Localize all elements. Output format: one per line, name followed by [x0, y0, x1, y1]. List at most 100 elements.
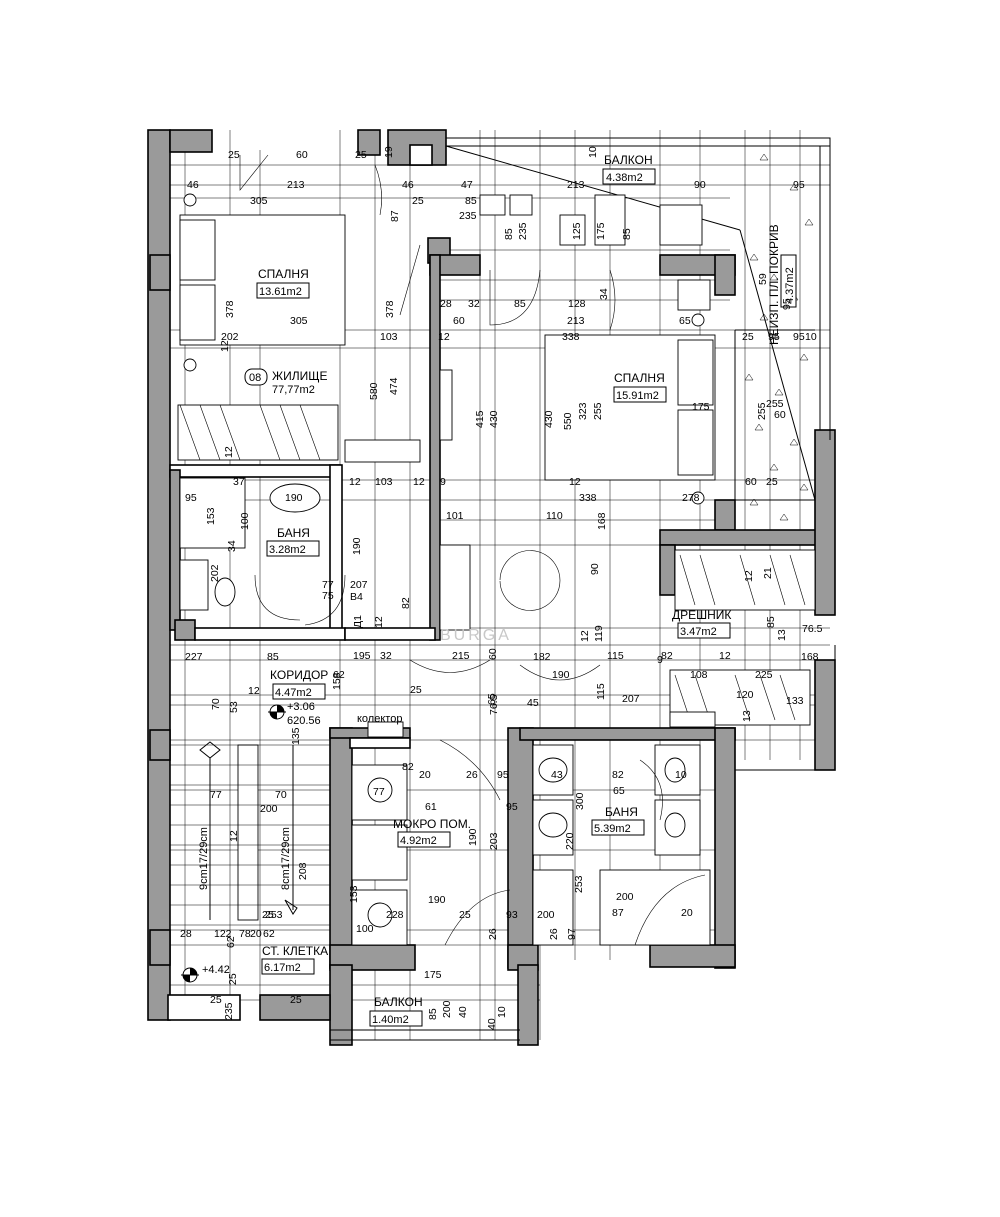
room-name-bathroom-2: БАНЯ	[605, 805, 638, 819]
dimension-label: 10	[496, 1006, 508, 1018]
dimension-label: 95	[185, 492, 197, 504]
dimension-label: 100	[239, 512, 251, 530]
dimension-label: 65	[679, 315, 691, 327]
dimension-label: 32	[468, 298, 480, 310]
dimension-label: 82	[402, 761, 414, 773]
dimension-label: 207	[350, 579, 368, 591]
dimension-label: 12	[569, 476, 581, 488]
dimension-label: 158	[331, 672, 343, 690]
dimension-label: 60	[745, 476, 757, 488]
dimension-label: 255	[756, 402, 768, 420]
dimension-label: 12	[579, 630, 591, 642]
dimension-label: 85	[765, 616, 777, 628]
dimension-label: 25	[262, 909, 274, 921]
dimension-label: 25	[766, 476, 778, 488]
collector-label: колектор	[357, 713, 402, 725]
dimension-label: 59	[757, 273, 769, 285]
dimension-label: 78	[239, 928, 251, 940]
dimension-label: 25	[412, 195, 424, 207]
dimension-label: 175	[424, 969, 442, 981]
dimension-label: 95	[793, 331, 805, 343]
room-name-stairwell: СТ. КЛЕТКА	[262, 944, 328, 958]
dimension-label: 70	[210, 698, 222, 710]
dimension-label: 207	[622, 693, 640, 705]
dimension-label: 208	[297, 862, 309, 880]
dimension-label: 46	[187, 179, 199, 191]
dimension-label: 474	[388, 377, 400, 395]
room-name-balcony-top: БАЛКОН	[604, 153, 653, 167]
dimension-label: 305	[290, 315, 308, 327]
dimension-label: 12	[219, 340, 231, 352]
room-area-bathroom-1: 3.28m2	[269, 544, 306, 556]
dimension-label: 580	[368, 382, 380, 400]
room-area-bedroom-1: 13.61m2	[259, 286, 302, 298]
dimension-label: 200	[537, 909, 555, 921]
level-markers	[181, 704, 286, 983]
dimension-label: 153	[348, 885, 360, 903]
dimension-label: 82	[661, 650, 673, 662]
dimension-label: 85	[621, 228, 633, 240]
dimension-label: 90	[589, 563, 601, 575]
dimension-label: 40	[457, 1006, 469, 1018]
dimension-label: 75	[322, 590, 334, 602]
dimension-label: 200	[616, 891, 634, 903]
dimension-label: 62	[263, 928, 275, 940]
dimension-label: 21	[762, 567, 774, 579]
dimension-label: 9	[440, 476, 446, 488]
dimension-label: 305	[250, 195, 268, 207]
dimension-label: 100	[356, 923, 374, 935]
dimension-label: 95	[781, 298, 793, 310]
dimension-label: 28	[180, 928, 192, 940]
room-area-balcony-top: 4.38m2	[606, 172, 643, 184]
dimension-label: 32	[380, 650, 392, 662]
level-1-label: +3.06	[287, 701, 315, 713]
dimension-label: 60	[296, 149, 308, 161]
dimension-label: 108	[690, 669, 708, 681]
dimension-label: 203	[488, 832, 500, 850]
dimension-label: 25	[228, 149, 240, 161]
dimension-label: 87	[612, 907, 624, 919]
level-1-abs-label: 620.56	[287, 715, 321, 727]
dimension-label: 215	[452, 650, 470, 662]
watermark: BURGA	[440, 627, 512, 644]
dimension-label: 253	[573, 875, 585, 893]
dimension-label: 82	[612, 769, 624, 781]
dimension-label: 12	[438, 331, 450, 343]
dimension-label: 25	[742, 331, 754, 343]
dimension-label: 62	[333, 669, 345, 681]
dimension-label: 87	[389, 210, 401, 222]
dimension-label: 25	[410, 684, 422, 696]
dimension-label: 40	[486, 1018, 498, 1030]
room-name-corridor: КОРИДОР	[270, 668, 328, 682]
dimension-label: 46	[402, 179, 414, 191]
dimension-label: 25	[459, 909, 471, 921]
area-boxes	[256, 168, 797, 1027]
dimension-label: 20	[419, 769, 431, 781]
dimension-label: 190	[467, 828, 479, 846]
dimension-label: 95	[497, 769, 509, 781]
dimension-label: 190	[351, 537, 363, 555]
dimension-label: 430	[543, 410, 555, 428]
dimension-label: 168	[801, 651, 819, 663]
dimension-label: 175	[595, 222, 607, 240]
dimension-label: 45	[527, 697, 539, 709]
room-name-bedroom-2: СПАЛНЯ	[614, 371, 665, 385]
dimension-label: 213	[567, 315, 585, 327]
contours	[330, 137, 836, 1041]
dimension-label: 10	[805, 331, 817, 343]
dimension-label: 200	[260, 803, 278, 815]
dimension-label: 182	[533, 651, 551, 663]
dimension-label: 115	[595, 683, 607, 700]
dimension-label: 53	[228, 701, 240, 713]
dimension-label: 228	[386, 909, 404, 921]
dimension-label: 128	[568, 298, 586, 310]
dimension-label: 133	[786, 695, 804, 707]
room-area-wardrobe: 3.47m2	[680, 626, 717, 638]
dimension-label: 120	[736, 689, 754, 701]
dimension-label: 110	[546, 510, 563, 522]
dimension-label: 26	[487, 928, 499, 940]
dimension-label: 338	[579, 492, 597, 504]
dimension-label: 43	[551, 769, 563, 781]
dimension-label: 26	[466, 769, 478, 781]
